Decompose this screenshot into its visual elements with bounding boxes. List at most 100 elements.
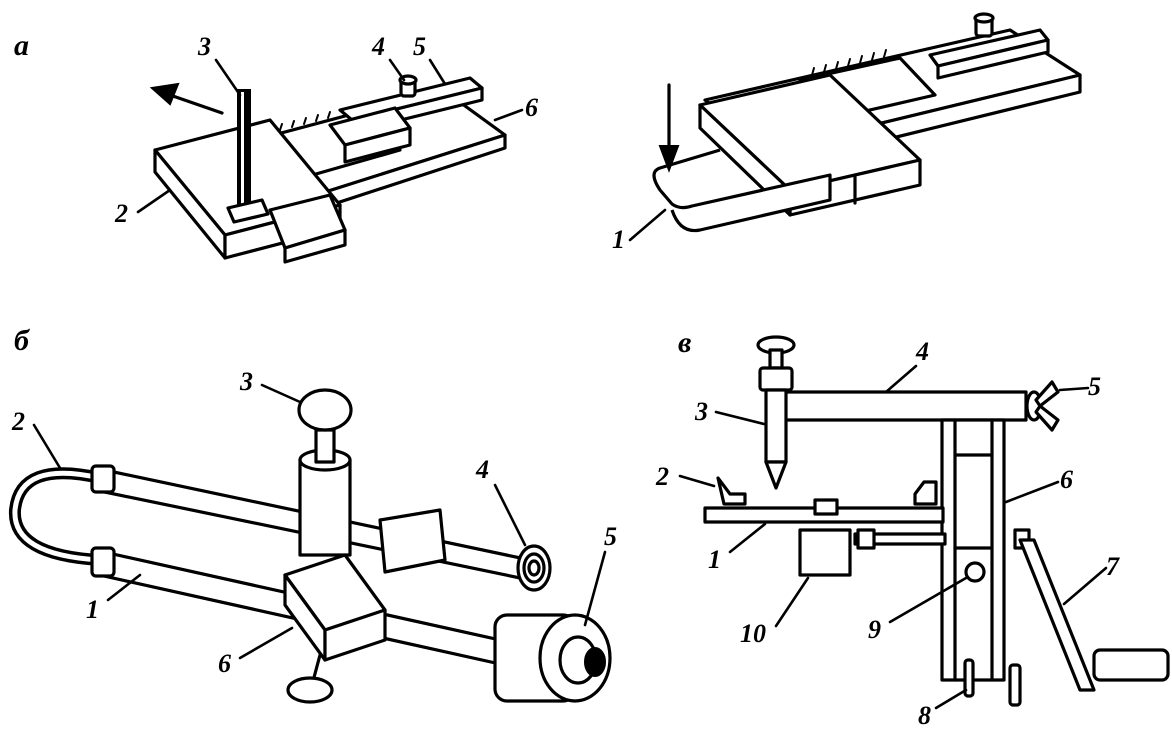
leader-v-10 <box>774 576 810 628</box>
panel-a: а <box>14 12 1082 264</box>
callout-v-9: 9 <box>868 615 881 644</box>
lower-rod-v-collar <box>856 528 876 550</box>
pin-highlight <box>241 92 244 204</box>
block-front <box>283 228 347 264</box>
wheel-right <box>1008 663 1022 707</box>
column <box>298 458 352 557</box>
callout-v-5: 5 <box>1088 372 1101 401</box>
panel-v: в <box>655 326 1170 730</box>
leader-b-3 <box>260 383 302 404</box>
slider-block-side <box>343 126 412 164</box>
leader-b-6 <box>238 626 294 660</box>
drum-face <box>538 613 612 703</box>
leader-v-5 <box>1058 386 1090 392</box>
block-top-v <box>813 498 839 516</box>
bolt-9 <box>964 561 986 583</box>
callout-b-3: 3 <box>239 367 253 396</box>
leader-b-4 <box>493 483 527 547</box>
lower-collar <box>90 546 116 578</box>
panel-b: б <box>8 324 617 704</box>
stylus-tip <box>764 460 788 490</box>
callout-v-4: 4 <box>915 337 929 366</box>
drum-hub <box>584 647 606 677</box>
lower-rod-v <box>853 532 947 546</box>
callout-v-7: 7 <box>1106 552 1120 581</box>
leader-a-2 <box>136 188 172 214</box>
wheel-left <box>963 658 975 698</box>
panel-v-device <box>703 335 1170 707</box>
leader-v-3 <box>714 410 766 426</box>
panel-a-right-gauge <box>652 12 1082 233</box>
callout-v-3: 3 <box>694 397 708 426</box>
leader-a-1 <box>628 208 667 242</box>
callout-b-6: 6 <box>218 649 231 678</box>
block-10 <box>798 528 852 577</box>
panel-a-letter: а <box>14 29 29 62</box>
panel-b-device <box>8 388 612 704</box>
callout-a-5: 5 <box>413 32 426 61</box>
crank-handle <box>1092 648 1170 682</box>
leader-v-7 <box>1062 566 1108 606</box>
stylus-neck <box>768 348 784 370</box>
clip-left <box>716 476 747 506</box>
upper-arm <box>778 390 1028 422</box>
callout-a-3: 3 <box>197 32 211 61</box>
upper-collar <box>90 464 116 494</box>
tongue <box>652 148 832 233</box>
stylus-body <box>764 388 788 464</box>
rail-scale <box>279 111 331 131</box>
leader-v-6 <box>1004 480 1060 504</box>
leader-v-2 <box>678 474 716 488</box>
callout-v-10: 10 <box>740 619 766 648</box>
callout-a-6: 6 <box>525 93 538 122</box>
callout-v-6: 6 <box>1060 465 1073 494</box>
leader-v-8 <box>934 688 968 710</box>
callout-b-2: 2 <box>11 407 25 436</box>
crank-arm <box>1018 538 1096 692</box>
u-tube-inner <box>12 470 101 563</box>
leader-b-1 <box>106 573 142 602</box>
wing-nut-bottom <box>1034 404 1060 432</box>
leader-a-4 <box>388 58 406 82</box>
panel-a-callouts: 3 4 5 6 2 1 <box>114 32 667 254</box>
rear-plate <box>378 508 447 574</box>
cross-block-front <box>323 608 387 662</box>
leader-b-5 <box>583 550 607 627</box>
pin-foot <box>226 198 270 224</box>
callout-b-1: 1 <box>86 595 99 624</box>
leader-v-4 <box>884 364 918 394</box>
callout-a-4: 4 <box>371 32 385 61</box>
leader-b-2 <box>32 423 62 470</box>
panel-v-letter: в <box>678 326 691 359</box>
knob-4-core <box>527 559 541 577</box>
leader-a-5 <box>428 58 447 86</box>
vertical-column <box>940 418 1006 682</box>
callout-a-1: 1 <box>612 225 625 254</box>
callout-v-8: 8 <box>918 701 931 728</box>
motion-arrow-left <box>149 82 224 115</box>
panel-a-left-gauge <box>149 74 507 264</box>
top-knob <box>297 388 353 432</box>
motion-arrow-down <box>658 83 680 173</box>
stylus-collar <box>758 366 794 392</box>
clamp-screw-right-head <box>973 12 995 24</box>
column-neck <box>314 428 336 464</box>
leader-v-9 <box>888 576 968 624</box>
knob-4-ring <box>522 552 546 584</box>
callout-b-5: 5 <box>604 522 617 551</box>
leader-a-6 <box>493 108 524 122</box>
rail-right-scale <box>811 49 887 76</box>
rail-right-side <box>936 38 1050 80</box>
leader-a-3 <box>214 58 242 97</box>
callout-b-4: 4 <box>475 455 489 484</box>
callout-v-1: 1 <box>708 545 721 574</box>
callout-v-2: 2 <box>655 462 669 491</box>
clip-right <box>913 480 938 506</box>
panel-v-callouts: 4 5 3 2 6 1 7 10 9 8 <box>655 337 1120 730</box>
panel-b-callouts: 2 3 4 5 1 6 <box>11 367 617 678</box>
panel-b-letter: б <box>14 324 30 357</box>
bottom-knob <box>286 676 334 704</box>
wing-nut-top <box>1034 380 1060 408</box>
